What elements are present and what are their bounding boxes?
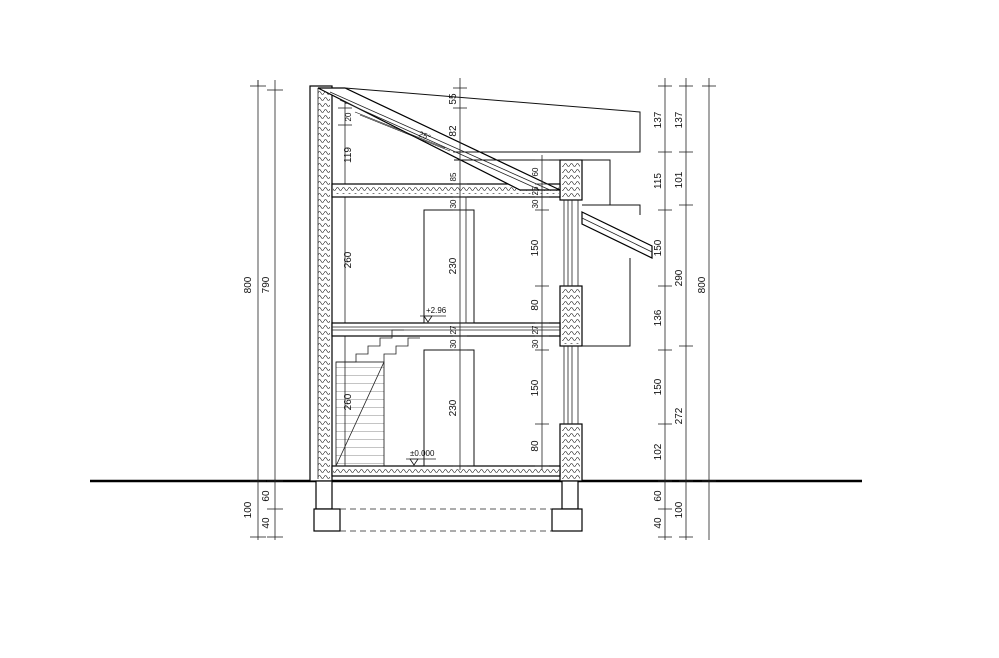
lower-door (423, 349, 475, 467)
dim-r3-800: 800 (697, 276, 708, 293)
dim-r2-101: 101 (674, 171, 685, 188)
dim-win-30b: 30 (531, 339, 540, 348)
dim-center-230b: 230 (448, 399, 459, 416)
dim-r2-100: 100 (674, 501, 685, 518)
dim-left-100: 100 (243, 501, 254, 518)
upper-door (423, 209, 475, 324)
dim-center-82: 82 (448, 125, 459, 137)
window-dimension-chain (535, 155, 549, 470)
center-dimension-chain (453, 78, 467, 470)
upper-window (563, 200, 579, 286)
dim-floor2-260: 260 (343, 251, 354, 268)
bay-outline (582, 258, 631, 347)
dim-r2-137: 137 (674, 111, 685, 128)
dim-r1-115: 115 (653, 173, 664, 189)
dim-win-60: 60 (531, 167, 540, 176)
ground-level-marker: ±0.000 (406, 449, 436, 466)
left-foundation-stem (315, 480, 333, 510)
dim-r1-150b: 150 (653, 378, 664, 395)
dim-left-60: 60 (261, 490, 272, 502)
left-foundation-footing (313, 508, 341, 532)
dim-r1-137: 137 (653, 111, 664, 128)
dim-center-85: 85 (449, 172, 458, 181)
first-floor-slab (331, 322, 561, 337)
dim-win-30: 30 (531, 199, 540, 208)
main-roof (317, 87, 561, 191)
upper-level-marker: +2.96 (420, 306, 447, 323)
dim-win-25: 25 (531, 186, 540, 195)
dim-center-30b: 30 (449, 339, 458, 348)
dim-r2-272: 272 (674, 407, 685, 424)
dim-center-27: 27 (449, 325, 458, 334)
dim-win-27: 27 (531, 325, 540, 334)
dim-center-55: 55 (448, 93, 459, 105)
dim-r1-150a: 150 (653, 239, 664, 256)
dim-roof-119: 119 (343, 147, 354, 163)
right-foundation-footing (551, 508, 583, 532)
right-foundation-stem (561, 480, 579, 510)
roof-slope-label: 25° (417, 130, 432, 143)
dim-left-790: 790 (261, 276, 272, 293)
dim-win-80b: 80 (530, 440, 541, 452)
dim-r1-102: 102 (653, 443, 664, 460)
dim-r1-40: 40 (653, 517, 664, 529)
dim-roof-20: 20 (344, 112, 353, 121)
svg-text:±0.000: ±0.000 (410, 449, 435, 458)
dim-win-150a: 150 (530, 239, 541, 256)
dim-left-800: 800 (243, 276, 254, 293)
dim-left-40: 40 (261, 517, 272, 529)
lower-window (563, 346, 579, 424)
right-dimension-chains (658, 78, 716, 540)
staircase (335, 329, 420, 467)
dim-center-30a: 30 (449, 199, 458, 208)
dim-center-230a: 230 (448, 257, 459, 274)
dim-r1-60: 60 (653, 490, 664, 502)
dim-win-80a: 80 (530, 299, 541, 311)
dim-r1-136: 136 (653, 309, 664, 326)
lower-roof (581, 159, 653, 259)
dim-win-150b: 150 (530, 379, 541, 396)
svg-text:+2.96: +2.96 (426, 306, 447, 315)
dim-r2-290: 290 (674, 269, 685, 286)
